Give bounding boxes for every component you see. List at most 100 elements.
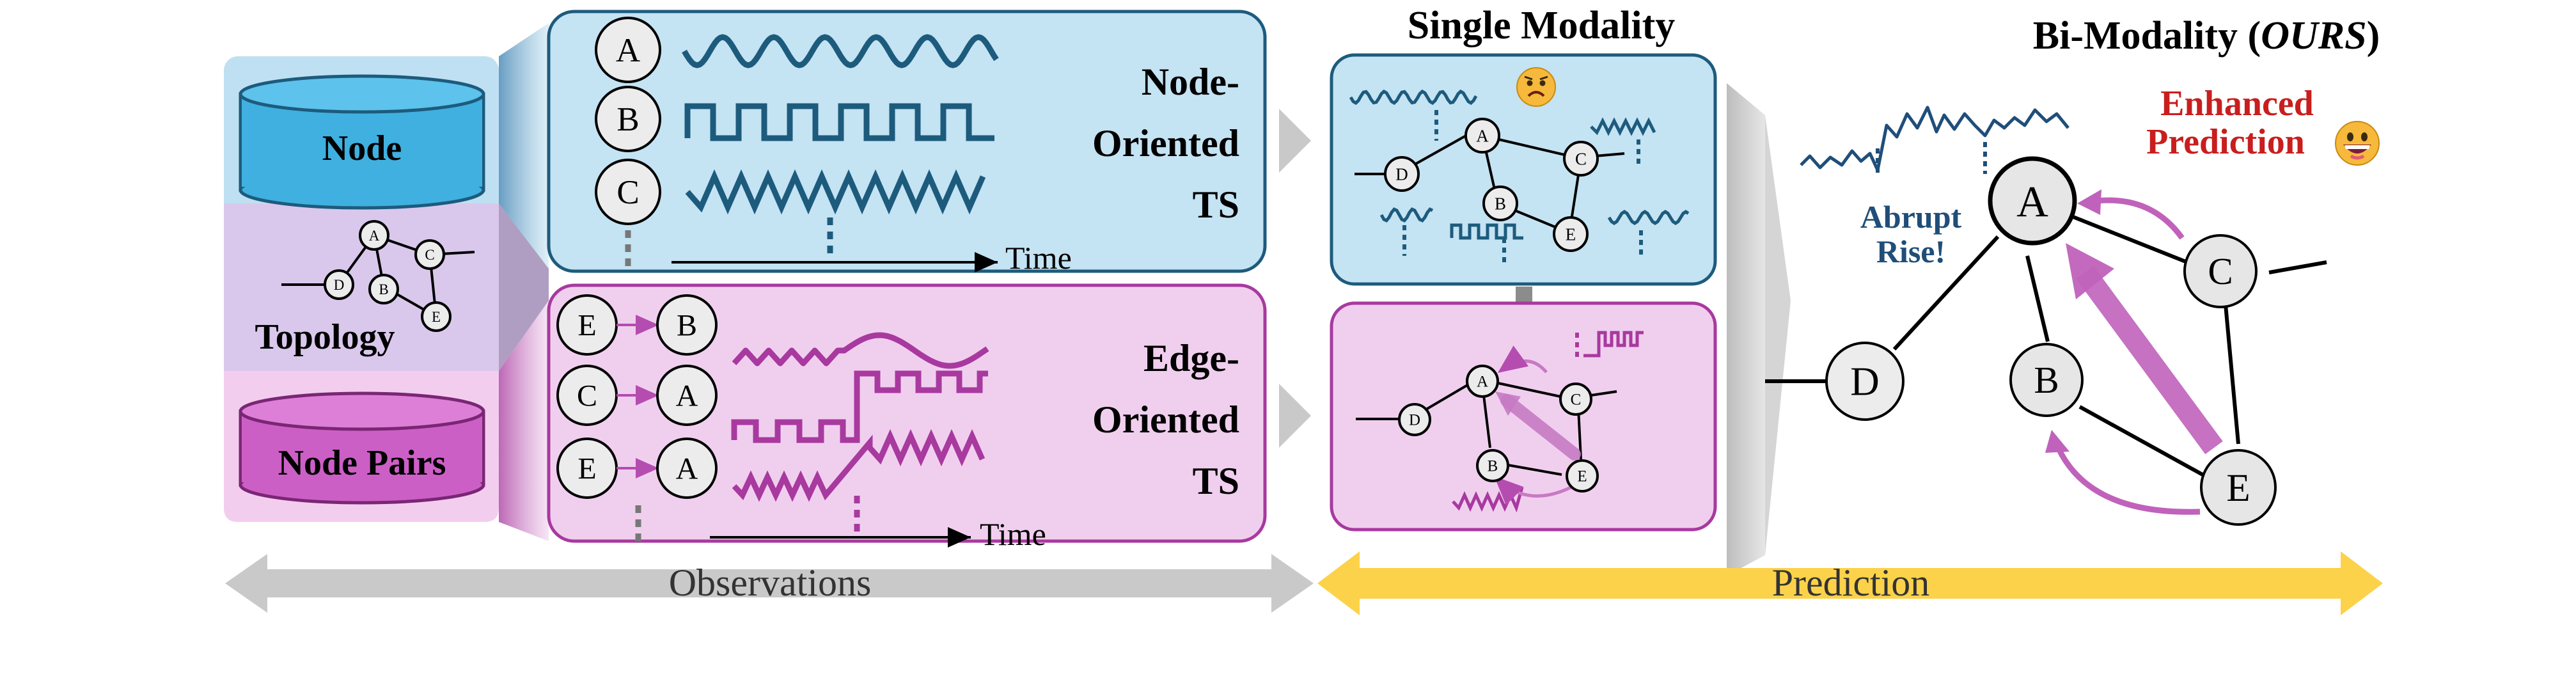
edge-to-single-chevron: [1279, 384, 1311, 448]
svg-text:E: E: [1566, 225, 1576, 244]
node-title-line2: Oriented: [1092, 122, 1239, 164]
grin-face-icon: [2335, 121, 2380, 166]
prediction-arrow: [1317, 551, 2383, 615]
topology-nodes: A B C D E: [324, 220, 452, 332]
single-bottom-node-c: C: [1559, 382, 1592, 416]
sm-node-wave-right: [1590, 117, 1656, 136]
sm-edge-wave-top: [1583, 331, 1644, 358]
svg-text:D: D: [1409, 412, 1420, 429]
svg-text:C: C: [1575, 149, 1587, 168]
bi-node-e: E: [2200, 449, 2277, 526]
abrupt-line2: Rise!: [1876, 233, 1945, 269]
node-panel-node-a: A: [595, 17, 661, 83]
node-to-single-chevron: [1279, 109, 1311, 173]
edge-pair-3-to: A: [656, 438, 718, 499]
single-bottom-nodes: A B C D E: [1398, 365, 1599, 493]
topology-node-a: A: [359, 220, 389, 251]
edge-pair-3-from: E: [556, 438, 618, 499]
single-bottom-node-d: D: [1398, 403, 1431, 436]
edge-pair-1-from: E: [556, 294, 618, 356]
svg-text:C: C: [577, 379, 597, 413]
node-label: Node: [322, 129, 402, 168]
svg-text:D: D: [1850, 359, 1880, 404]
single-top-node-b: B: [1482, 185, 1518, 221]
bottom-arrows: Observations Prediction: [225, 551, 2383, 615]
edge-ca-series: [731, 370, 988, 443]
edge-title-line1: Edge-: [1143, 337, 1239, 379]
sm-node-wave-br: [1607, 210, 1690, 225]
svg-text:B: B: [2034, 359, 2059, 401]
single-top-node-c: C: [1563, 141, 1599, 177]
single-top-node-e: E: [1553, 216, 1589, 252]
edge-pair-2-from: C: [556, 365, 618, 426]
svg-text:A: A: [1477, 374, 1488, 391]
node-c-series: [685, 169, 986, 215]
edge-pair-2-to: A: [656, 365, 718, 426]
bi-modality-section: Bi-Modality (OURS) Abrupt Rise! Enhanced…: [1765, 14, 2380, 526]
single-top-node-d: D: [1384, 156, 1420, 192]
node-b-series: [684, 103, 994, 141]
node-time-label: Time: [1005, 240, 1072, 276]
single-node-panel: [1330, 53, 1717, 286]
bi-node-c: C: [2183, 234, 2258, 308]
svg-text:D: D: [334, 277, 345, 293]
svg-text:B: B: [1488, 458, 1498, 475]
svg-text:A: A: [1476, 126, 1489, 145]
bi-graph-edges: [1765, 213, 2327, 477]
bi-node-d: D: [1825, 342, 1905, 421]
svg-text:E: E: [1577, 468, 1587, 485]
topology-node-b: B: [368, 274, 399, 304]
abrupt-rise-series: [1800, 106, 2069, 172]
single-modality-title: Single Modality: [1408, 4, 1676, 47]
edge-eb-series: [732, 332, 989, 369]
node-title-line1: Node-: [1142, 61, 1239, 103]
observations-arrow: [225, 554, 1314, 613]
bi-curved-arrow-bottom: [2052, 440, 2201, 515]
bi-modality-title: Bi-Modality (OURS): [2033, 14, 2380, 58]
node-panel-node-c: C: [595, 159, 661, 225]
single-bottom-node-e: E: [1566, 459, 1599, 493]
node-panel-node-b: B: [595, 86, 661, 152]
node-oriented-panel: ABC Time Node- Oriented TS: [547, 10, 1267, 276]
svg-text:D: D: [1395, 164, 1408, 184]
enhanced-line1: Enhanced: [2160, 84, 2314, 123]
svg-text:B: B: [379, 281, 388, 297]
svg-text:C: C: [1571, 391, 1582, 409]
topology-node-c: C: [414, 239, 445, 270]
svg-text:C: C: [617, 174, 639, 211]
topology-label: Topology: [255, 317, 395, 357]
svg-text:E: E: [432, 309, 441, 325]
node-pairs-label: Node Pairs: [278, 443, 446, 483]
svg-text:C: C: [2208, 250, 2233, 292]
single-bottom-node-a: A: [1466, 365, 1499, 398]
topology-node-d: D: [324, 269, 354, 300]
abrupt-line1: Abrupt: [1860, 199, 1962, 235]
bi-node-a: A: [1988, 156, 2077, 246]
edge-time-label: Time: [980, 516, 1046, 552]
single-bottom-graph-edges: [1356, 381, 1617, 476]
sad-face-icon: [1516, 67, 1556, 107]
node-funnel: [499, 23, 549, 269]
merge-wedge: [1727, 83, 1765, 576]
node-cylinder-icon: [239, 74, 485, 210]
prediction-label: Prediction: [1772, 562, 1930, 604]
bi-graph-nodes: A B C D E: [1825, 156, 2277, 526]
bi-thick-edge-arrow: [2076, 265, 2223, 455]
svg-text:B: B: [1495, 194, 1506, 213]
topology-node-e: E: [421, 301, 452, 332]
svg-text:A: A: [676, 452, 698, 486]
single-top-node-a: A: [1465, 118, 1500, 154]
svg-text:B: B: [677, 309, 697, 343]
node-a-series: [682, 34, 999, 68]
sm-node-wave-bottom: [1450, 223, 1523, 240]
single-top-nodes: A B C D E: [1384, 118, 1599, 252]
single-bottom-node-b: B: [1476, 449, 1509, 482]
left-stack: Node A B C D E Topology Node Pairs: [224, 56, 499, 522]
svg-text:A: A: [369, 228, 380, 244]
bi-curved-arrow-top: [2087, 197, 2185, 240]
node-pairs-cylinder-icon: [239, 391, 485, 505]
svg-text:E: E: [2226, 467, 2250, 510]
